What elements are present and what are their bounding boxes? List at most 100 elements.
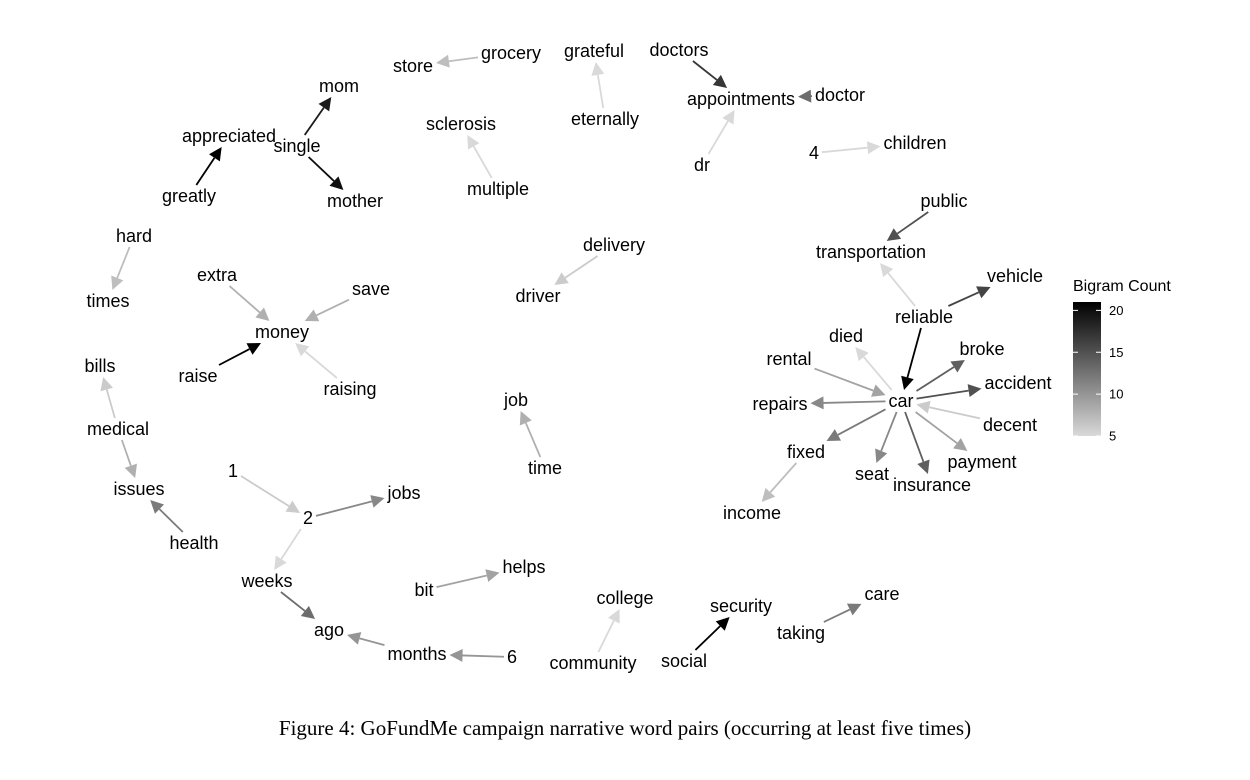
arrowhead-icon	[485, 569, 500, 582]
arrowhead-icon	[976, 286, 991, 299]
node-raise: raise	[178, 366, 217, 386]
edge-line	[823, 608, 851, 623]
edge-time-job	[519, 411, 542, 458]
arrowhead-icon	[449, 648, 463, 662]
arrowhead-icon	[798, 89, 812, 103]
node-ago: ago	[314, 620, 344, 640]
edge-line	[769, 462, 797, 493]
arrowhead-icon	[967, 384, 982, 398]
edge-raise-money	[218, 343, 261, 366]
edge-line	[880, 411, 898, 452]
edge-line	[814, 367, 874, 392]
arrowhead-icon	[916, 400, 931, 414]
edge-line	[472, 145, 493, 179]
edge-line	[896, 211, 929, 235]
edge-car-broke	[916, 360, 965, 392]
edge-line	[280, 528, 302, 560]
arrowhead-icon	[519, 411, 532, 426]
node-helps: helps	[502, 557, 545, 577]
node-months: months	[387, 644, 446, 664]
edge-raising-money	[295, 343, 338, 379]
edge-multiple-sclerosis	[467, 135, 493, 179]
edge-line	[707, 120, 729, 155]
node-car: car	[888, 391, 913, 411]
legend-tick-label: 20	[1109, 303, 1123, 318]
node-care: care	[864, 584, 899, 604]
node-social: social	[661, 651, 707, 671]
edge-car-insurance	[904, 411, 930, 474]
node-sclerosis: sclerosis	[426, 114, 496, 134]
edge-community-college	[597, 609, 620, 653]
edge-hard-times	[111, 246, 131, 290]
node-n2: 2	[303, 508, 313, 528]
edge-public-transportation	[886, 211, 929, 241]
edge-line	[307, 156, 335, 182]
arrowhead-icon	[761, 487, 776, 502]
edge-health-issues	[150, 500, 184, 533]
arrowhead-icon	[274, 555, 287, 570]
arrowhead-icon	[901, 375, 914, 390]
edge-line	[863, 356, 893, 391]
node-driver: driver	[515, 286, 560, 306]
edge-line	[315, 500, 373, 517]
edge-line	[303, 107, 325, 136]
node-income: income	[723, 503, 781, 523]
arrowhead-icon	[436, 54, 450, 68]
arrowhead-icon	[111, 275, 124, 290]
edge-line	[916, 389, 969, 400]
arrowhead-icon	[712, 74, 728, 88]
node-bit: bit	[414, 580, 433, 600]
node-n1: 1	[228, 461, 238, 481]
edge-line	[694, 625, 721, 651]
node-public: public	[920, 191, 967, 211]
edge-line	[906, 327, 922, 378]
node-died: died	[829, 326, 863, 346]
node-reliable: reliable	[895, 307, 953, 327]
node-job: job	[503, 390, 528, 410]
edge-line	[158, 508, 184, 533]
arrowhead-icon	[855, 347, 869, 362]
node-health: health	[169, 533, 218, 553]
arrowhead-icon	[329, 176, 344, 190]
arrowhead-icon	[318, 97, 332, 112]
edge-line	[837, 408, 886, 436]
node-accident: accident	[984, 373, 1051, 393]
edge-line	[564, 255, 599, 279]
edge-dr-appointments	[707, 110, 735, 155]
edge-car-seat	[875, 411, 898, 463]
node-dr: dr	[694, 155, 710, 175]
node-bills: bills	[84, 356, 115, 376]
node-vehicle: vehicle	[987, 266, 1043, 286]
arrowhead-icon	[722, 110, 735, 125]
edge-save-money	[304, 298, 350, 322]
arrowhead-icon	[608, 609, 620, 624]
edge-line	[887, 272, 916, 307]
edge-line	[929, 406, 981, 420]
edge-car-accident	[916, 384, 982, 400]
edge-line	[916, 366, 955, 392]
edge-line	[218, 348, 250, 366]
edge-fixed-income	[761, 462, 797, 502]
edge-n2-weeks	[274, 528, 302, 570]
edge-line	[596, 74, 605, 109]
edge-line	[948, 291, 980, 307]
edge-line	[915, 411, 958, 444]
arrowhead-icon	[246, 343, 261, 355]
edge-single-mother	[307, 156, 344, 190]
edge-decent-car	[916, 400, 981, 420]
edge-months-ago	[347, 632, 385, 647]
edge-rental-car	[814, 367, 886, 397]
edge-doctor-appointments	[798, 89, 813, 103]
arrowhead-icon	[715, 617, 730, 631]
node-broke: broke	[959, 339, 1004, 359]
edge-grocery-store	[436, 54, 479, 68]
node-seat: seat	[855, 464, 889, 484]
node-transportation: transportation	[816, 242, 926, 262]
arrowhead-icon	[255, 307, 270, 321]
arrowhead-icon	[871, 384, 886, 397]
edge-reliable-car	[901, 327, 922, 390]
node-grateful: grateful	[564, 41, 624, 61]
